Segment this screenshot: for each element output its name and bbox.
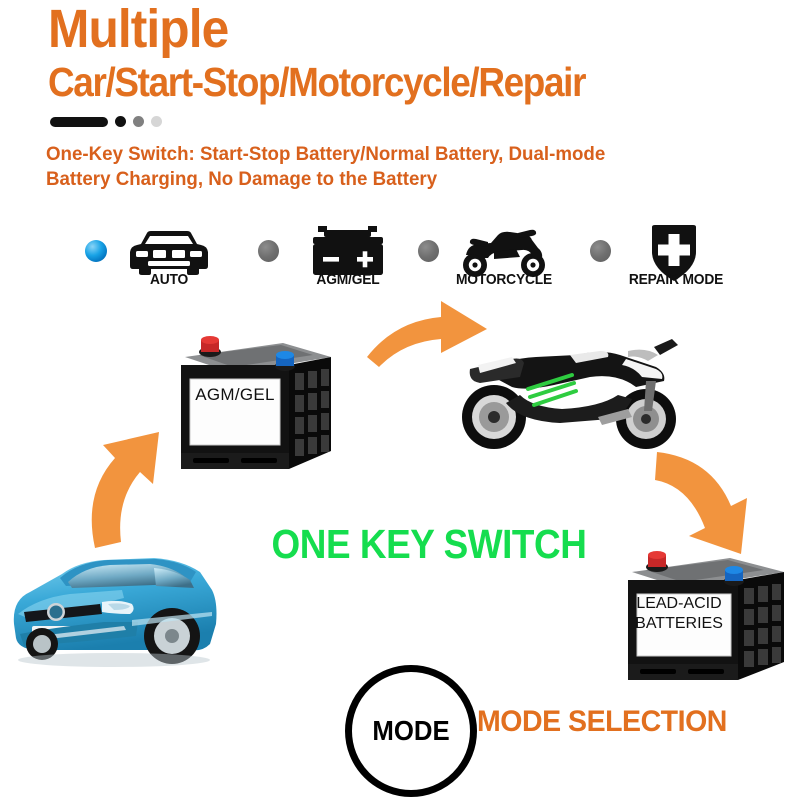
arrow-agm-battery-to-motorcycle [367,301,487,367]
subtitle-line2: Battery Charging, No Damage to the Batte… [46,168,438,190]
mode-badge[interactable]: MODE [345,665,477,797]
lead-acid-label-line2: BATTERIES [635,615,723,632]
car-front-icon[interactable] [123,230,215,276]
arrow-motorcycle-to-lead-acid-battery [655,452,747,554]
mode-badge-label: MODE [372,715,450,746]
agm-gel-battery-label: AGM/GEL [195,385,275,404]
motorcycle-icon[interactable] [458,228,550,278]
pagination-active-pill[interactable] [50,116,108,127]
lead-acid-battery-label: LEAD-ACID BATTERIES [630,594,728,634]
mode-selector-row: AUTO AGM/GEL M [0,218,800,308]
lead-acid-battery-image [628,551,784,680]
lead-acid-label-line1: LEAD-ACID [636,595,722,612]
page-title-line2: Car/Start-Stop/Motorcycle/Repair [48,59,586,105]
agm-gel-battery-image [181,336,331,469]
arrow-car-to-agm-battery [91,432,159,548]
page-title-line1: Multiple [48,0,229,59]
subtitle: One-Key Switch: Start-Stop Battery/Norma… [46,142,737,192]
battery-icon[interactable] [310,226,386,278]
subtitle-line1: One-Key Switch: Start-Stop Battery/Norma… [46,143,606,165]
mode-label-repair-mode: REPAIR MODE [628,271,724,288]
mode-label-auto: AUTO [149,271,189,288]
shield-cross-icon[interactable] [648,224,700,282]
pagination-dot-3[interactable] [133,116,144,127]
mode-label-agm-gel: AGM/GEL [316,271,380,288]
led-indicator-agm-gel[interactable] [258,240,279,262]
pagination-dot-2[interactable] [115,116,126,127]
led-indicator-repair-mode[interactable] [590,240,611,262]
car-photo [13,558,217,667]
led-indicator-motorcycle[interactable] [418,240,439,262]
motorcycle-photo [462,339,678,449]
pagination-dot-4[interactable] [151,116,162,127]
mode-label-motorcycle: MOTORCYCLE [455,271,553,288]
one-key-switch-text: ONE KEY SWITCH [271,521,587,567]
pagination-indicator[interactable] [50,116,162,127]
led-indicator-auto[interactable] [85,240,107,262]
mode-selection-caption: MODE SELECTION [477,705,727,738]
